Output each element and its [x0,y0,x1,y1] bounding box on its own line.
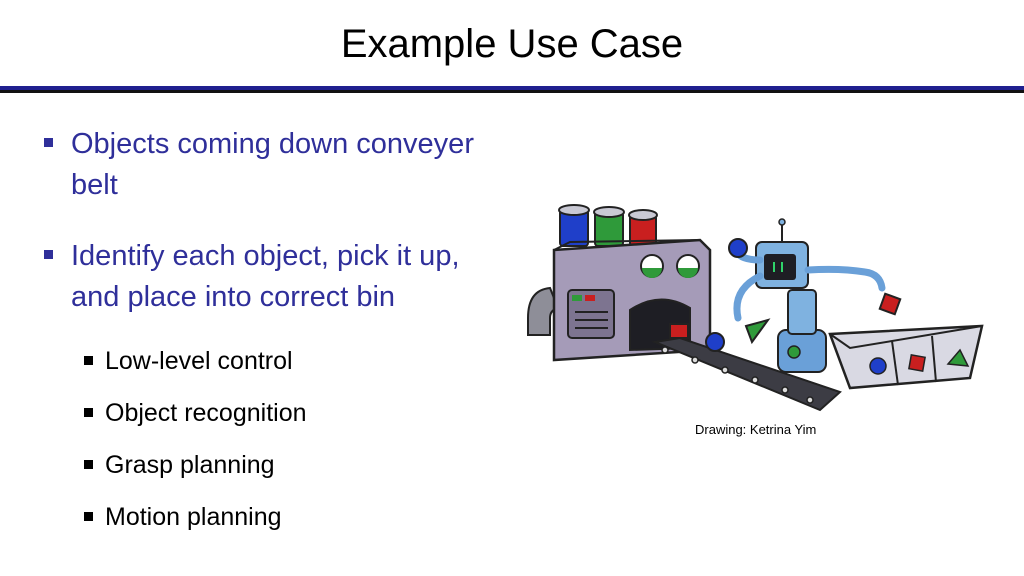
bullet-text: Identify each object, pick it up, and pl… [71,240,460,313]
bullet-item: Identify each object, pick it up, and pl… [44,236,514,318]
red-bin-label [908,354,926,372]
square-bullet-icon [44,250,53,259]
sub-bullet-text: Motion planning [105,503,282,531]
robot-torso [787,289,817,335]
bullet-text: Objects coming down conveyer belt [71,128,474,201]
sub-bullet-item: Object recognition [84,396,514,430]
robot-arm [804,265,886,292]
blue-ball [705,332,725,352]
square-bullet-icon [84,460,93,469]
robot-base [777,329,827,373]
sorting-bin [828,324,984,390]
blue-bin-label [869,357,887,375]
sub-bullet-item: Grasp planning [84,448,514,482]
green-ball [787,345,801,359]
conveyor-belt [651,336,842,412]
red-cube [669,323,689,339]
robot-screen [764,254,796,280]
sub-bullet-text: Low-level control [105,347,293,375]
bullet-item: Objects coming down conveyer belt [44,124,514,206]
image-credit: Drawing: Ketrina Yim [695,422,817,437]
held-red-cube [878,292,902,316]
sub-bullet-item: Motion planning [84,500,514,534]
title-divider-black [0,90,1024,93]
control-panel [567,289,615,339]
square-bullet-icon [84,512,93,521]
slide-title: Example Use Case [340,22,684,66]
sub-bullet-list: Low-level control Object recognition Gra… [84,344,514,534]
bullet-list: Objects coming down conveyer belt Identi… [44,124,514,552]
square-bullet-icon [84,356,93,365]
held-blue-ball [728,238,748,258]
held-green-triangle [744,318,771,345]
sub-bullet-text: Grasp planning [105,451,275,479]
sub-bullet-item: Low-level control [84,344,514,378]
sub-bullet-text: Object recognition [105,399,307,427]
square-bullet-icon [84,408,93,417]
title-divider-blue [0,86,1024,90]
square-bullet-icon [44,138,53,147]
robot-arm [733,272,764,322]
green-bin-label [946,348,970,367]
robot-conveyor-illustration [527,204,984,412]
